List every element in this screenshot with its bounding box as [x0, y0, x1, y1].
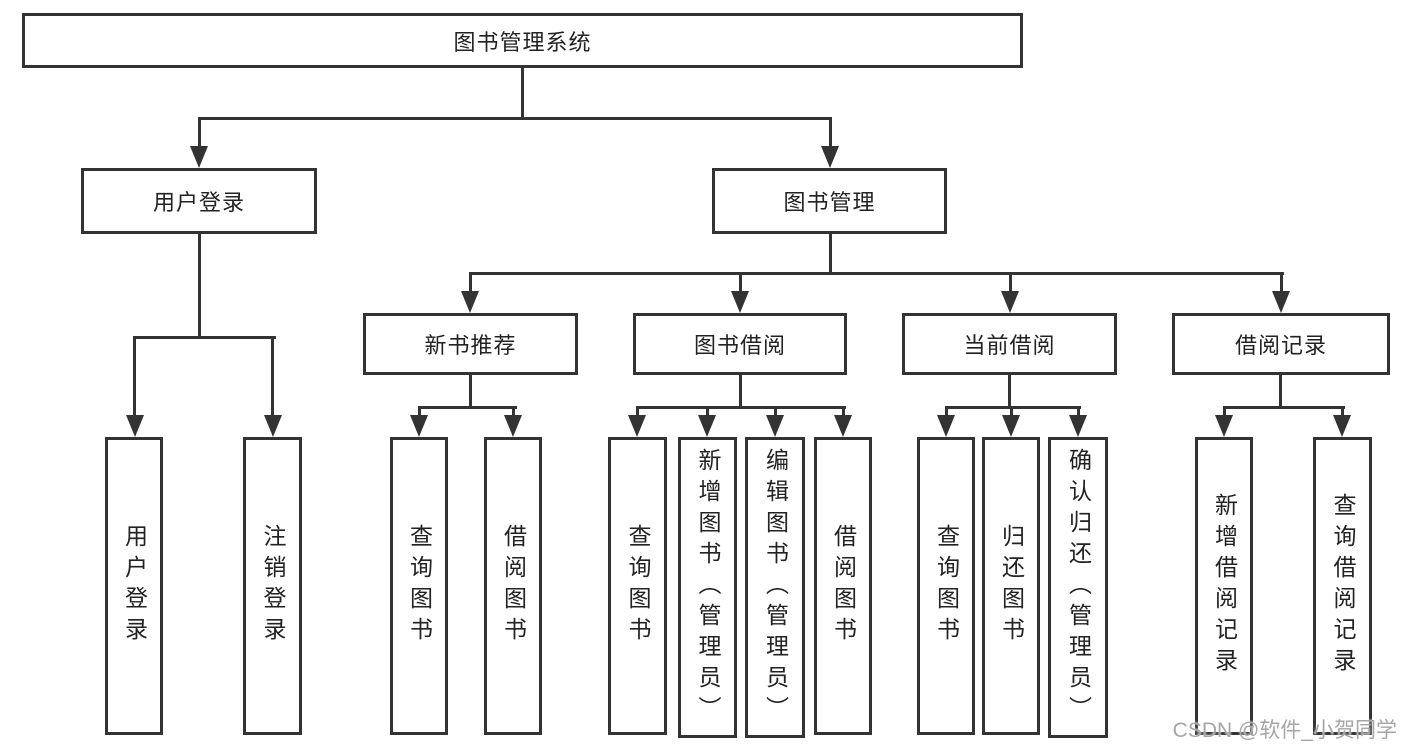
leaf-cb-return-books-label: 归还图书 — [998, 524, 1025, 648]
connector-drop-user-login — [198, 120, 201, 148]
connector-drop-cb-query — [945, 409, 948, 417]
connector-drop-leaf-logout — [271, 339, 274, 417]
leaf-br-query-record-label: 查询借阅记录 — [1330, 493, 1356, 679]
connector-br-hline — [1223, 406, 1345, 409]
arrow-down-book-borrow — [731, 291, 749, 313]
leaf-bb-edit-books-admin: 编辑图书（管理员） — [745, 437, 805, 738]
connector-drop-new-book-recommend — [469, 275, 472, 293]
connector-drop-bb-edit — [774, 409, 777, 417]
leaf-bb-add-books-admin-label: 新增图书（管理员） — [695, 448, 721, 727]
connector-drop-cb-return — [1010, 409, 1013, 417]
arrow-down-leaf-logout — [264, 415, 282, 437]
leaf-nbr-query-books-label: 查询图书 — [406, 524, 433, 648]
connector-book-management-hline — [469, 272, 1284, 275]
connector-user-login-stem — [198, 234, 201, 338]
leaf-cb-query-books: 查询图书 — [917, 437, 975, 735]
connector-bb-hline — [636, 406, 846, 409]
leaf-nbr-query-books: 查询图书 — [390, 437, 448, 735]
connector-root-hline — [198, 117, 832, 120]
leaf-bb-borrow-books: 借阅图书 — [814, 437, 872, 735]
connector-br-stem — [1279, 375, 1282, 408]
connector-drop-book-management — [829, 120, 832, 148]
arrow-down-nbr-query — [410, 415, 428, 437]
node-library-management-system: 图书管理系统 — [22, 13, 1023, 68]
leaf-bb-query-books-label: 查询图书 — [625, 524, 651, 648]
leaf-cb-confirm-return-admin-label: 确认归还（管理员） — [1065, 448, 1092, 727]
connector-nbr-hline — [418, 406, 517, 409]
leaf-user-login: 用户登录 — [105, 437, 163, 735]
node-new-book-recommendation-label: 新书推荐 — [424, 333, 517, 358]
connector-nbr-stem — [469, 375, 472, 408]
arrow-down-current-borrow — [1001, 291, 1019, 313]
leaf-bb-query-books: 查询图书 — [608, 437, 667, 735]
arrow-down-new-book-recommend — [461, 291, 479, 313]
connector-drop-cb-confirm — [1077, 409, 1080, 417]
node-new-book-recommendation: 新书推荐 — [363, 313, 578, 375]
arrow-down-bb-borrow — [834, 415, 852, 437]
arrow-down-borrow-records — [1272, 291, 1290, 313]
connector-drop-bb-add — [706, 409, 709, 417]
leaf-br-query-record: 查询借阅记录 — [1313, 437, 1372, 735]
connector-drop-br-add — [1223, 409, 1226, 417]
leaf-cb-query-books-label: 查询图书 — [933, 524, 960, 648]
node-book-borrowing-label: 图书借阅 — [693, 333, 786, 358]
connector-drop-leaf-user-login — [133, 339, 136, 417]
node-borrowing-records: 借阅记录 — [1172, 313, 1390, 375]
leaf-user-login-label: 用户登录 — [121, 524, 148, 648]
leaf-bb-add-books-admin: 新增图书（管理员） — [678, 437, 737, 738]
node-current-borrowing: 当前借阅 — [902, 313, 1117, 375]
connector-cb-stem — [1008, 375, 1011, 408]
arrow-down-br-query — [1333, 415, 1351, 437]
node-current-borrowing-label: 当前借阅 — [963, 333, 1056, 358]
arrow-down-cb-confirm — [1069, 415, 1087, 437]
arrow-down-leaf-user-login — [126, 415, 144, 437]
node-user-login-label: 用户登录 — [152, 190, 245, 215]
connector-drop-bb-query — [636, 409, 639, 417]
node-book-management-label: 图书管理 — [783, 190, 876, 215]
arrow-down-bb-edit — [766, 415, 784, 437]
connector-drop-nbr-borrow — [512, 409, 515, 417]
leaf-bb-edit-books-admin-label: 编辑图书（管理员） — [762, 448, 789, 727]
node-user-login: 用户登录 — [81, 168, 317, 234]
connector-user-login-hline — [133, 336, 276, 339]
leaf-cb-return-books: 归还图书 — [982, 437, 1040, 735]
arrow-down-cb-query — [937, 415, 955, 437]
leaf-bb-borrow-books-label: 借阅图书 — [830, 524, 857, 648]
connector-bb-stem — [739, 375, 742, 408]
leaf-nbr-borrow-books: 借阅图书 — [484, 437, 542, 735]
arrow-down-nbr-borrow — [504, 415, 522, 437]
node-book-management: 图书管理 — [712, 168, 947, 234]
arrow-down-bb-add — [698, 415, 716, 437]
connector-book-management-stem — [829, 234, 832, 274]
leaf-br-add-record-label: 新增借阅记录 — [1211, 493, 1238, 679]
leaf-logout-label: 注销登录 — [260, 524, 286, 648]
leaf-nbr-borrow-books-label: 借阅图书 — [500, 524, 527, 648]
connector-drop-book-borrow — [739, 275, 742, 293]
watermark: CSDN @软件_小贺同学 — [1172, 719, 1397, 742]
arrow-down-book-management — [821, 146, 839, 168]
arrow-down-user-login — [190, 146, 208, 168]
connector-cb-hline — [945, 406, 1081, 409]
arrow-down-cb-return — [1002, 415, 1020, 437]
arrow-down-bb-query — [628, 415, 646, 437]
leaf-cb-confirm-return-admin: 确认归还（管理员） — [1048, 437, 1108, 738]
connector-drop-current-borrow — [1009, 275, 1012, 293]
connector-drop-br-query — [1341, 409, 1344, 417]
arrow-down-br-add — [1215, 415, 1233, 437]
node-borrowing-records-label: 借阅记录 — [1234, 333, 1327, 358]
node-library-management-system-label: 图书管理系统 — [453, 29, 592, 55]
connector-drop-borrow-records — [1280, 275, 1283, 293]
leaf-logout: 注销登录 — [243, 437, 302, 735]
connector-drop-nbr-query — [418, 409, 421, 417]
connector-drop-bb-borrow — [842, 409, 845, 417]
node-book-borrowing: 图书借阅 — [633, 313, 847, 375]
connector-root-stem — [521, 68, 524, 120]
leaf-br-add-record: 新增借阅记录 — [1195, 437, 1253, 735]
